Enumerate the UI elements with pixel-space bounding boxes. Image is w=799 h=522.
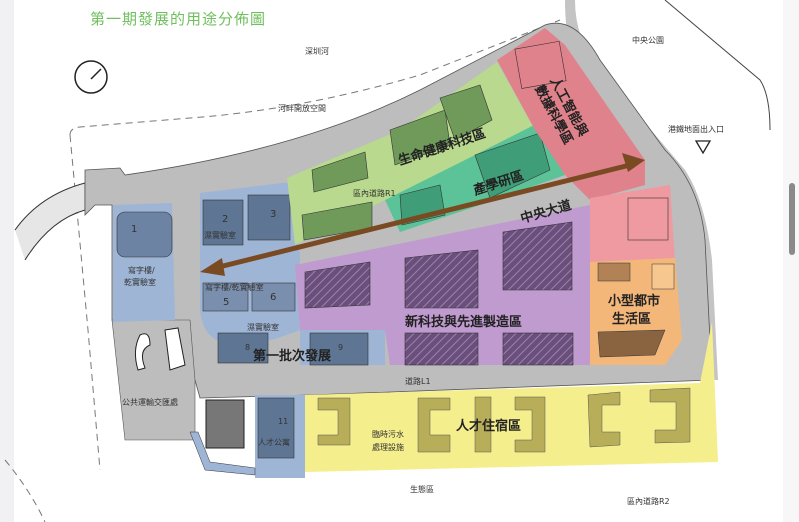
transport-interchange-area — [111, 319, 196, 441]
label-central-park: 中央公園 — [632, 35, 664, 45]
site-boundary — [69, 19, 561, 136]
map-title: 第一期發展的用途分佈圖 — [90, 10, 267, 28]
label-first-batch: 第一批次發展 — [253, 348, 332, 364]
first-batch-zone — [200, 182, 385, 365]
new-tech-plot — [404, 332, 479, 366]
housing-blocks — [317, 387, 691, 453]
central-avenue-arrow — [200, 153, 645, 276]
urban-life-plot — [597, 329, 666, 358]
label-eco-zone: 生態區 — [410, 484, 434, 494]
label-office-dry-lab-1b: 乾實驗室 — [124, 277, 156, 287]
life-health-plot — [389, 109, 451, 166]
plot-number: 11 — [278, 417, 288, 426]
plot-1-building — [116, 211, 173, 258]
label-sewage-2: 處理設施 — [372, 442, 404, 452]
label-talent-apartment: 人才公寓 — [258, 437, 290, 447]
plot-number: 3 — [270, 209, 276, 220]
blue-strip — [189, 431, 256, 476]
urban-life-plot — [597, 262, 631, 282]
plot-5-building — [202, 282, 249, 312]
label-urban-life-1: 小型都市 — [608, 293, 660, 309]
label-talent-housing: 人才住宿區 — [456, 418, 521, 434]
plot-9-building — [309, 332, 369, 366]
park-edge — [664, 0, 771, 131]
plot-number: 8 — [245, 343, 250, 352]
west-road — [14, 182, 86, 261]
urban-pink-zone — [590, 185, 675, 262]
label-road-r1: 區內道路R1 — [353, 188, 396, 198]
plot-11-building — [257, 397, 295, 459]
plot-number: 5 — [223, 297, 229, 308]
scrollbar-thumb[interactable] — [789, 183, 795, 255]
label-river: 深圳河 — [305, 46, 329, 56]
label-new-tech: 新科技與先進製造區 — [405, 314, 522, 330]
new-tech-plot — [304, 261, 371, 309]
transport-building — [205, 399, 245, 449]
label-sewage-1: 臨時污水 — [372, 429, 404, 439]
plot-number: 2 — [222, 214, 228, 225]
new-tech-plot — [502, 221, 573, 291]
plot-number: 6 — [270, 292, 276, 303]
label-office-dry-lab-2: 寫字樓/乾實驗室 — [205, 282, 264, 292]
ai-data-zone — [497, 28, 645, 200]
label-transport-interchange: 公共運輸交匯處 — [122, 397, 178, 407]
label-office-dry-lab-1a: 寫字樓/ — [128, 265, 155, 275]
label-urban-life-2: 生活區 — [612, 311, 651, 327]
new-tech-plot — [404, 249, 479, 309]
industry-academia-plot — [474, 132, 551, 199]
label-wet-lab-1: 濕實驗室 — [204, 230, 236, 240]
plot-8-building — [217, 332, 269, 364]
life-health-plot — [311, 151, 369, 193]
plot-3-building — [247, 194, 291, 241]
label-road-r2: 區內道路R2 — [627, 496, 670, 506]
ai-plot — [514, 40, 567, 89]
scrollbar[interactable] — [783, 0, 799, 522]
label-road-l1: 道路L1 — [405, 376, 431, 386]
plot-number: 9 — [338, 343, 343, 352]
life-health-plot — [439, 84, 493, 141]
plot-number: 1 — [131, 224, 137, 235]
label-mtr-entrance: 港鐵地面出入口 — [668, 124, 724, 134]
plot-2-building — [202, 199, 244, 246]
new-tech-plot — [502, 332, 574, 366]
label-riverside: 河畔開放空間 — [278, 103, 326, 113]
island-2 — [164, 327, 186, 371]
label-wet-lab-2: 濕實驗室 — [247, 322, 279, 332]
mtr-entrance-icon — [694, 140, 712, 155]
plot-6-building — [251, 282, 296, 312]
urban-life-plot — [651, 263, 675, 290]
left-edge — [0, 0, 14, 522]
north-arrow-icon — [74, 60, 108, 94]
island-1 — [134, 333, 151, 371]
urban-pink-plot — [627, 197, 669, 241]
boundary-southwest — [4, 459, 46, 522]
